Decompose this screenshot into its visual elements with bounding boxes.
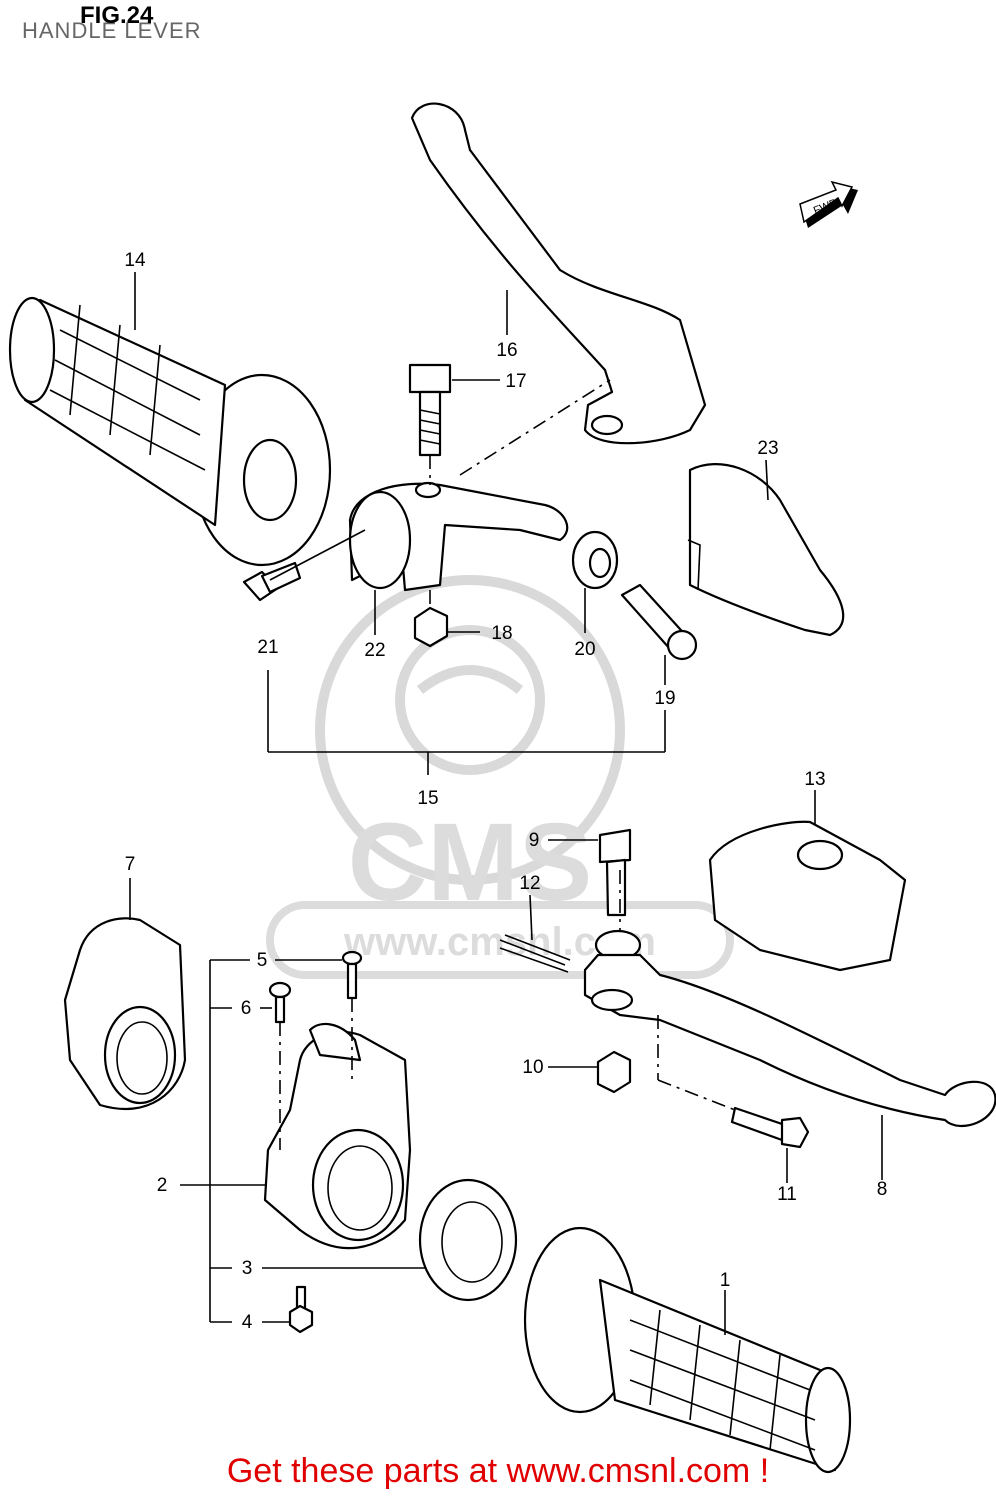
- leader-lines: [129, 272, 883, 1335]
- part-1-grip-right: [523, 1226, 852, 1474]
- parts-link-banner[interactable]: Get these parts at www.cmsnl.com !: [226, 1452, 770, 1490]
- callout-4: 4: [242, 1312, 253, 1333]
- part-5-screw: [341, 950, 363, 1000]
- callout-7: 7: [125, 854, 136, 875]
- part-6-screw: [268, 981, 292, 1024]
- callout-17: 17: [505, 371, 526, 392]
- part-11-bolt: [730, 1106, 810, 1149]
- part-8-clutch-lever: [583, 929, 996, 1128]
- callout-3: 3: [242, 1258, 253, 1279]
- callout-2: 2: [157, 1175, 168, 1196]
- part-23-lever-cover: [687, 463, 845, 637]
- callout-20: 20: [574, 639, 595, 660]
- callout-10: 10: [522, 1057, 543, 1078]
- callout-9: 9: [529, 830, 540, 851]
- callout-11: 11: [777, 1184, 797, 1205]
- callout-12: 12: [519, 873, 540, 894]
- part-2-housing: [263, 1022, 412, 1250]
- callout-18: 18: [491, 623, 512, 644]
- callout-19: 19: [654, 688, 675, 709]
- fwd-arrow-icon: FWD: [799, 180, 858, 228]
- callout-5: 5: [257, 950, 268, 971]
- callout-22: 22: [364, 640, 385, 661]
- callout-16: 16: [496, 340, 517, 361]
- figure-subtitle: HANDLE LEVER: [22, 18, 202, 43]
- part-17-bolt: [408, 363, 452, 457]
- part-13-cover: [708, 820, 907, 972]
- callout-8: 8: [877, 1179, 888, 1200]
- callout-1: 1: [720, 1270, 731, 1291]
- part-19-adjuster: [620, 583, 698, 661]
- part-21-screw: [242, 561, 302, 602]
- callout-15: 15: [417, 788, 438, 809]
- part-10-nut: [596, 1050, 632, 1094]
- part-7-cover: [63, 917, 187, 1111]
- callout-13: 13: [804, 769, 825, 790]
- callout-23: 23: [757, 438, 778, 459]
- part-3-plate: [418, 1178, 518, 1302]
- callout-labels: 1 2 3 4 5 6 7 8 9 10 11 12 13 14 15 16 1…: [124, 250, 887, 1333]
- callout-6: 6: [241, 998, 252, 1019]
- part-22-lever-holder: [348, 481, 569, 592]
- part-12-spring: [499, 934, 571, 973]
- part-18-nut: [413, 606, 449, 648]
- part-20-collar: [571, 530, 619, 590]
- callout-21: 21: [257, 637, 278, 658]
- part-14-grip-left: [8, 296, 332, 567]
- callout-14: 14: [124, 250, 146, 271]
- part-16-brake-lever: [410, 102, 707, 445]
- part-4-screw: [288, 1285, 314, 1334]
- figure-title: FIG.24: [80, 2, 154, 29]
